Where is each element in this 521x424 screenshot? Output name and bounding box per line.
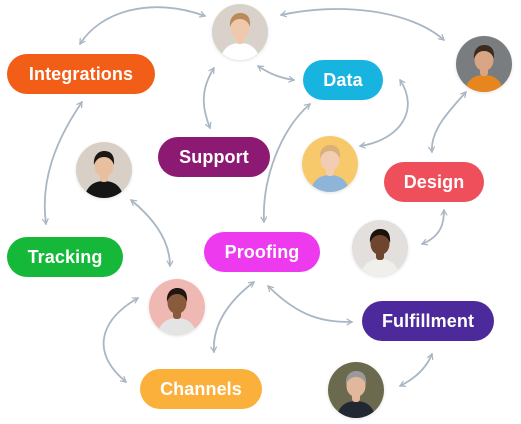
fulfillment-node[interactable]: Fulfillment	[362, 301, 494, 341]
avatar-top-woman	[212, 4, 268, 60]
fulfillment-label: Fulfillment	[381, 310, 475, 331]
person-avatar-icon	[328, 362, 384, 418]
person-avatar-icon	[76, 142, 132, 198]
avatar-curly-man	[352, 220, 408, 276]
data-node[interactable]: Data	[303, 60, 383, 100]
avatar-bearded-man	[149, 279, 205, 335]
proofing-label: Proofing	[224, 241, 300, 262]
connector-arrow	[79, 6, 206, 45]
connector-arrow	[260, 103, 311, 223]
channels-label: Channels	[160, 378, 242, 399]
design-node[interactable]: Design	[384, 162, 484, 202]
person-avatar-icon	[302, 136, 358, 192]
channels-node[interactable]: Channels	[140, 369, 262, 409]
person-avatar-icon	[149, 279, 205, 335]
connector-arrow	[399, 353, 434, 387]
avatar-center-woman	[302, 136, 358, 192]
connector-arrow	[267, 285, 353, 326]
avatar-left-woman	[76, 142, 132, 198]
support-node[interactable]: Support	[158, 137, 270, 177]
avatar-top-right-man	[456, 36, 512, 92]
proofing-node[interactable]: Proofing	[204, 232, 320, 272]
connector-arrow	[210, 281, 255, 353]
connector-arrow	[428, 91, 467, 153]
support-label: Support	[179, 146, 249, 167]
connector-arrow	[359, 79, 409, 149]
integrations-node[interactable]: Integrations	[7, 54, 155, 94]
connector-arrow	[130, 199, 174, 267]
person-avatar-icon	[212, 4, 268, 60]
connector-arrow	[102, 297, 139, 383]
connector-arrow	[280, 8, 445, 41]
person-avatar-icon	[456, 36, 512, 92]
connector-arrow	[421, 209, 448, 246]
design-label: Design	[403, 171, 465, 192]
integrations-label: Integrations	[28, 63, 134, 84]
connector-arrow	[257, 65, 295, 83]
tracking-label: Tracking	[27, 246, 103, 267]
tracking-node[interactable]: Tracking	[7, 237, 123, 277]
connector-arrow	[41, 101, 83, 225]
avatar-suit-man	[328, 362, 384, 418]
connector-arrow	[202, 67, 215, 129]
person-avatar-icon	[352, 220, 408, 276]
data-label: Data	[323, 69, 363, 90]
